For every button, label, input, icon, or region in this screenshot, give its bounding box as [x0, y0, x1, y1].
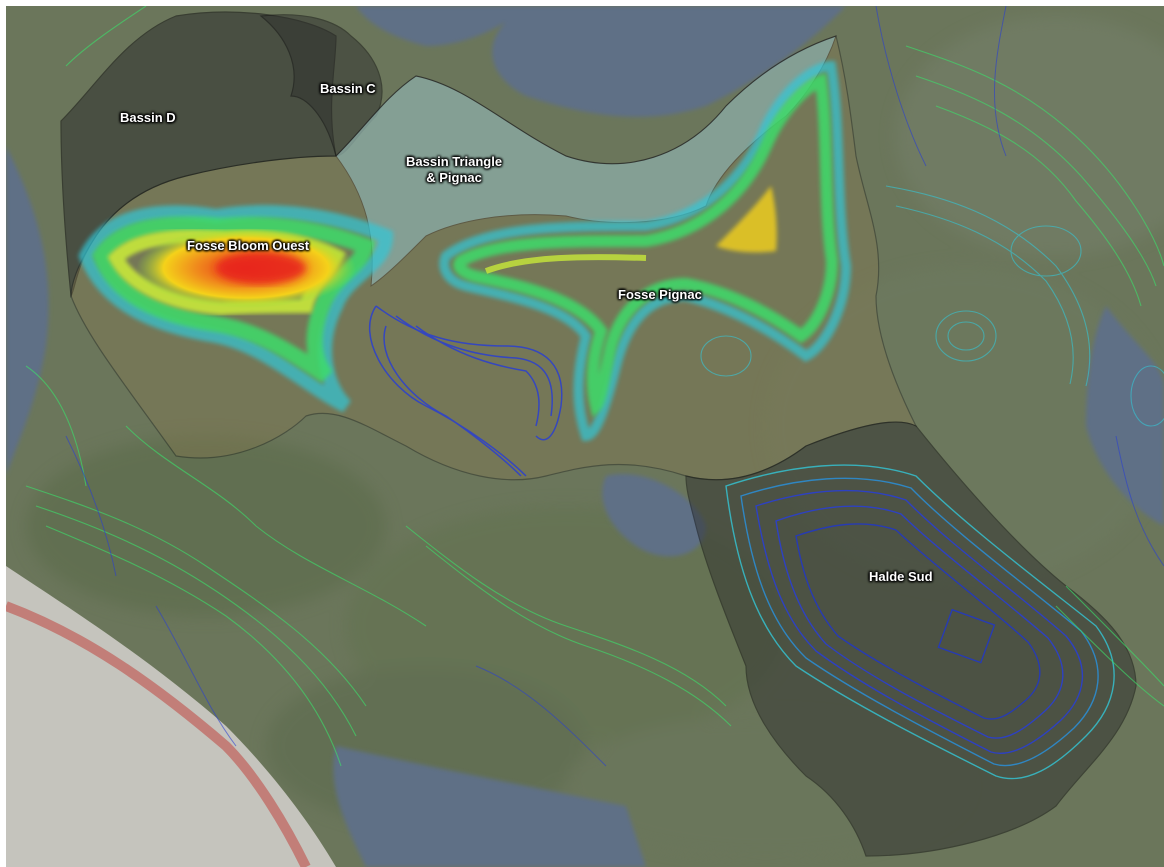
label-bassin-triangle-line1: Bassin Triangle — [406, 154, 503, 169]
label-bassin-d: Bassin D — [120, 110, 176, 125]
fosse-pignac-contours — [439, 60, 852, 442]
river-east — [1086, 306, 1164, 526]
streams-blue — [65, 6, 1164, 767]
label-bassin-triangle-line2: & Pignac — [426, 170, 482, 185]
label-fosse-bloom-ouest: Fosse Bloom Ouest — [187, 238, 310, 253]
sand-edge-red — [6, 601, 311, 867]
water-bodies — [6, 6, 1164, 867]
river-northeast — [492, 6, 846, 117]
halde-sud-contours — [725, 464, 1115, 780]
fosse-bloom-ouest-contours — [78, 205, 394, 413]
map-canvas — [6, 6, 1164, 867]
river-north — [356, 6, 526, 46]
map-view[interactable]: Bassin D Bassin C Bassin Triangle & Pign… — [6, 6, 1164, 867]
pit-contours-blue — [369, 305, 563, 477]
label-halde-sud: Halde Sud — [869, 569, 933, 584]
bassin-d-area — [60, 11, 337, 299]
lake-center — [602, 474, 706, 557]
terrain-contours-cyan — [700, 185, 1164, 427]
terrain-contours-green — [25, 6, 1164, 767]
river-southwest — [333, 746, 646, 867]
label-bassin-triangle: Bassin Triangle & Pignac — [406, 154, 502, 186]
label-fosse-pignac: Fosse Pignac — [618, 287, 702, 302]
river-west — [6, 146, 49, 476]
label-bassin-c: Bassin C — [320, 81, 376, 96]
